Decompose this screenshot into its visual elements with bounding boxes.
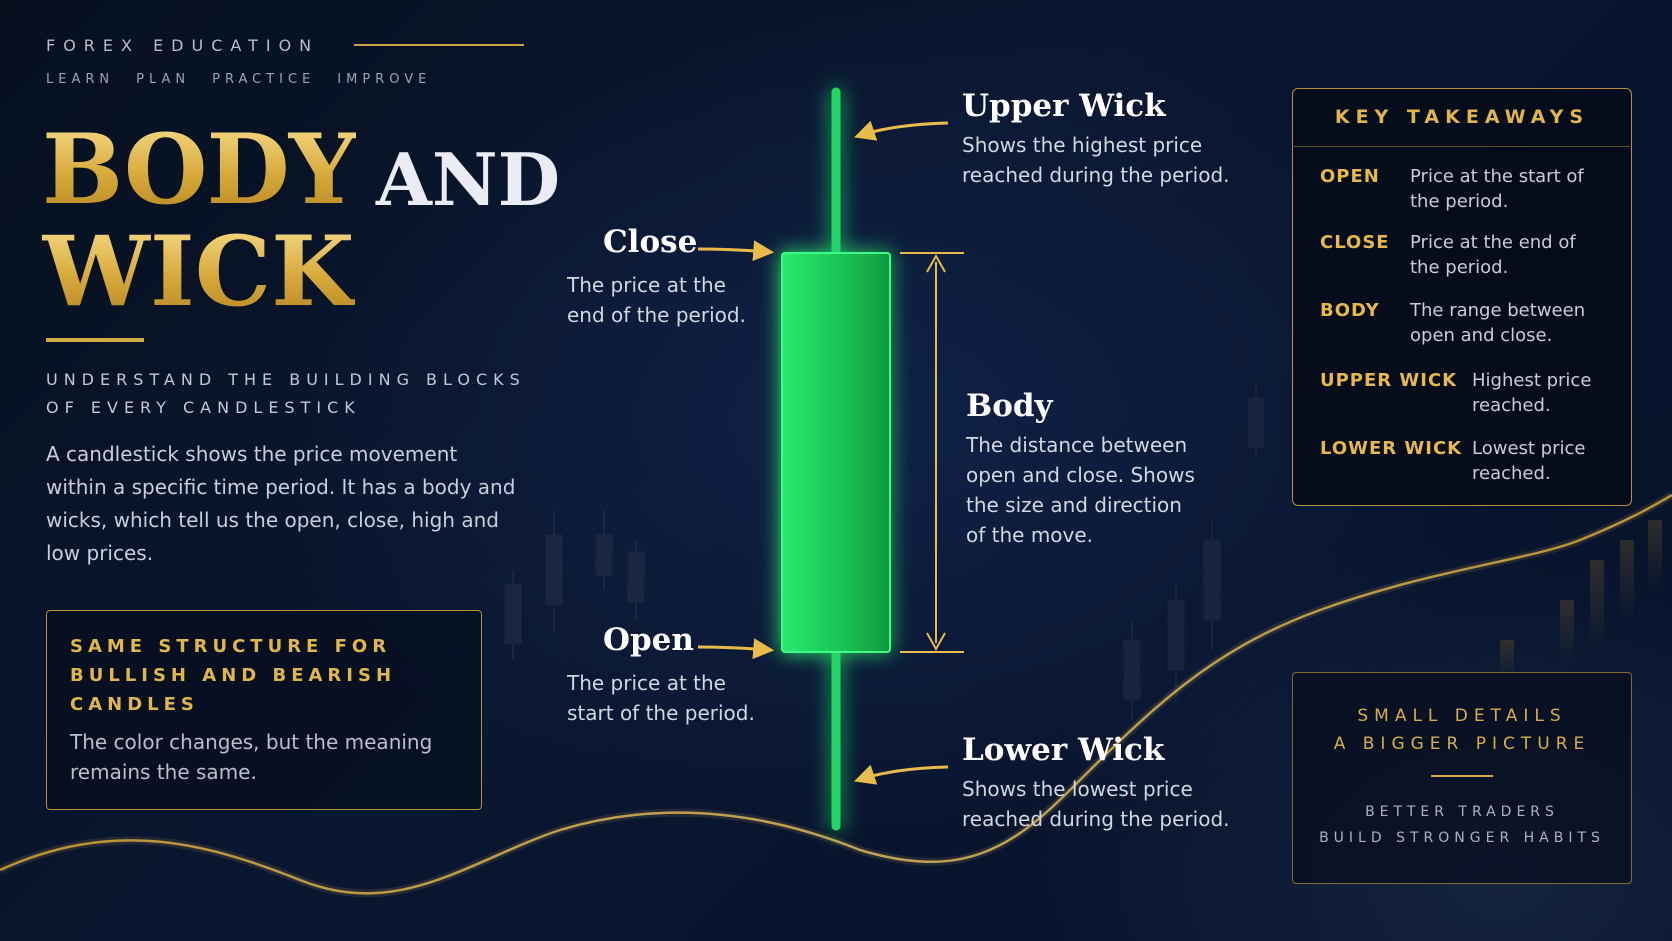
takeaway-value-lower-wick: Lowest price reached. xyxy=(1472,438,1586,484)
key-takeaways-divider xyxy=(1294,146,1630,147)
takeaway-key-open: OPEN xyxy=(1320,166,1380,187)
takeaway-value-close: Price at the end of the period. xyxy=(1410,232,1576,278)
upper-wick-arrow xyxy=(854,120,949,141)
takeaway-key-lower-wick: LOWER WICK xyxy=(1320,438,1463,459)
body-title: Body xyxy=(966,388,1053,424)
structure-note-heading: SAME STRUCTURE FOR BULLISH AND BEARISH C… xyxy=(70,636,397,715)
subtitle: UNDERSTAND THE BUILDING BLOCKS OF EVERY … xyxy=(46,370,526,417)
title-word-body: BODY xyxy=(42,113,357,226)
upper-wick-desc: Shows the highest price reached during t… xyxy=(962,133,1230,187)
body-desc: The distance between open and close. Sho… xyxy=(966,433,1195,547)
lower-wick-title: Lower Wick xyxy=(962,732,1165,768)
title-word-wick: WICK xyxy=(42,215,355,328)
brand-divider xyxy=(354,44,524,46)
open-arrow xyxy=(697,638,775,660)
gold-candles-bottom-right xyxy=(1500,520,1662,680)
small-details-box xyxy=(1292,672,1632,884)
open-desc: The price at the start of the period. xyxy=(567,671,755,725)
candle-body xyxy=(781,252,891,653)
key-takeaways-panel xyxy=(1292,88,1632,506)
small-details-divider xyxy=(1431,775,1493,777)
open-title: Open xyxy=(603,622,694,658)
brand-tagline: LEARN PLAN PRACTICE IMPROVE xyxy=(46,72,453,87)
takeaway-value-open: Price at the start of the period. xyxy=(1410,166,1584,212)
small-details-line4: BUILD STRONGER HABITS xyxy=(1319,830,1605,846)
title-divider xyxy=(46,338,144,342)
close-title: Close xyxy=(603,224,698,260)
takeaway-key-body: BODY xyxy=(1320,300,1380,321)
tagline-plan: PLAN xyxy=(136,72,191,87)
close-arrow xyxy=(697,240,775,262)
faint-candles-right xyxy=(1123,380,1265,720)
structure-note-box xyxy=(46,610,482,810)
intro-paragraph: A candlestick shows the price movement w… xyxy=(46,442,516,565)
small-details-line2: A BIGGER PICTURE xyxy=(1333,734,1591,754)
small-details-line3: BETTER TRADERS xyxy=(1365,804,1559,820)
gold-curve-glow xyxy=(0,491,1672,898)
structure-note-text: The color changes, but the meaning remai… xyxy=(70,730,433,784)
takeaway-key-close: CLOSE xyxy=(1320,232,1390,253)
tagline-improve: IMPROVE xyxy=(337,72,432,87)
lower-wick-desc: Shows the lowest price reached during th… xyxy=(962,777,1230,831)
tagline-practice: PRACTICE xyxy=(212,72,316,87)
small-details-line1: SMALL DETAILS xyxy=(1357,706,1567,726)
faint-candles-left xyxy=(504,510,645,660)
tagline-learn: LEARN xyxy=(46,72,115,87)
body-bracket-head-top xyxy=(926,253,946,273)
key-takeaways-title: KEY TAKEAWAYS xyxy=(1334,106,1590,128)
upper-wick-title: Upper Wick xyxy=(962,88,1166,124)
takeaway-value-body: The range between open and close. xyxy=(1410,300,1586,346)
gold-curve-bottom xyxy=(0,493,1672,895)
takeaway-key-upper-wick: UPPER WICK xyxy=(1320,370,1458,391)
brand-name: FOREX EDUCATION xyxy=(46,36,320,55)
lower-wick-arrow xyxy=(854,764,949,785)
body-bracket-head-bottom xyxy=(926,632,946,652)
takeaway-value-upper-wick: Highest price reached. xyxy=(1472,370,1592,416)
title-word-and: AND xyxy=(376,137,561,222)
close-desc: The price at the end of the period. xyxy=(567,273,746,327)
